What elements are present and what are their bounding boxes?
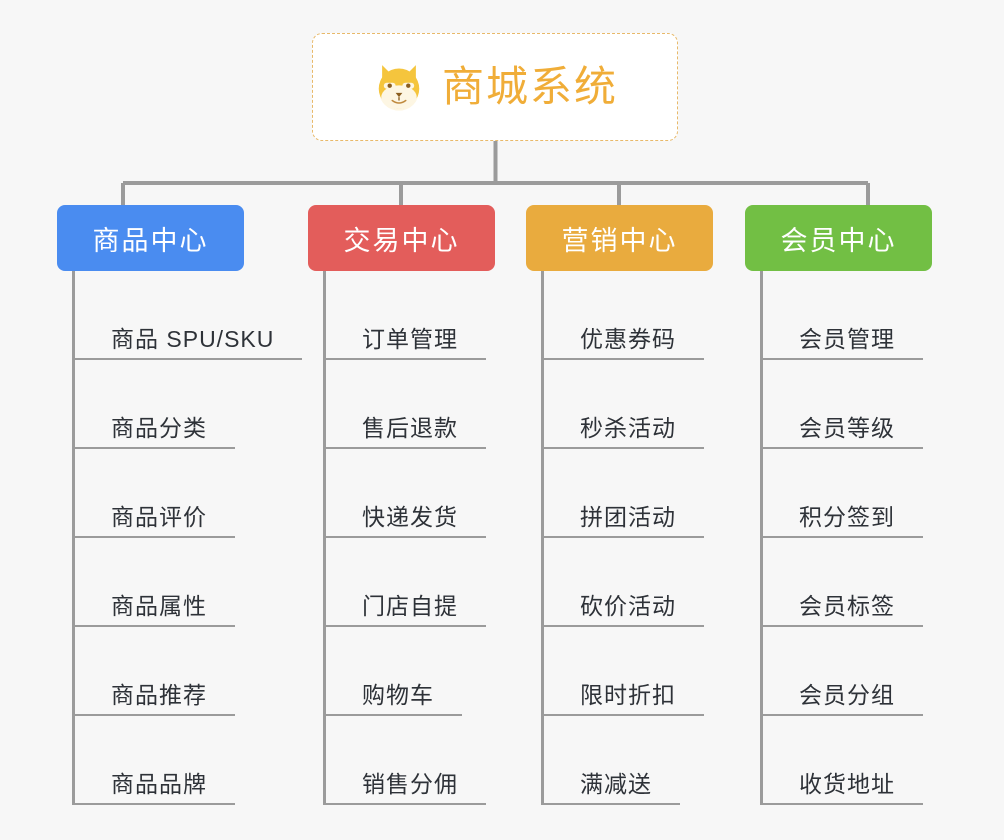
branch-items-1: 订单管理 售后退款 快递发货 门店自提 购物车 销售分佣: [323, 271, 495, 805]
list-item[interactable]: 商品 SPU/SKU: [75, 271, 303, 360]
branch-营销中心: 营销中心 优惠券码 秒杀活动 拼团活动 砍价活动 限时折扣 满减送: [526, 205, 713, 805]
leaf-label: 拼团活动: [544, 504, 704, 538]
list-item[interactable]: 商品属性: [75, 538, 302, 627]
leaf-label: 砍价活动: [544, 593, 704, 627]
leaf-label: 会员分组: [763, 682, 923, 716]
leaf-label: 商品 SPU/SKU: [75, 326, 303, 360]
list-item[interactable]: 优惠券码: [544, 271, 713, 360]
leaf-label: 会员管理: [763, 326, 923, 360]
root-title: 商城系统: [441, 63, 618, 110]
leaf-label: 会员等级: [763, 415, 923, 449]
leaf-label: 商品属性: [75, 593, 235, 627]
leaf-label: 门店自提: [326, 593, 486, 627]
leaf-label: 快递发货: [326, 504, 486, 538]
list-item[interactable]: 砍价活动: [544, 538, 713, 627]
list-item[interactable]: 销售分佣: [326, 716, 495, 805]
branch-header-2[interactable]: 营销中心: [526, 205, 713, 271]
branch-items-0: 商品 SPU/SKU 商品分类 商品评价 商品属性 商品推荐 商品品牌: [72, 271, 303, 805]
list-item[interactable]: 商品分类: [75, 360, 302, 449]
leaf-label: 售后退款: [326, 415, 486, 449]
leaf-label: 订单管理: [326, 326, 486, 360]
leaf-label: 购物车: [326, 682, 462, 716]
root-node[interactable]: 商城系统: [312, 33, 678, 141]
branch-items-2: 优惠券码 秒杀活动 拼团活动 砍价活动 限时折扣 满减送: [541, 271, 713, 805]
list-item[interactable]: 限时折扣: [544, 627, 713, 716]
list-item[interactable]: 满减送: [544, 716, 713, 805]
branch-header-3[interactable]: 会员中心: [745, 205, 932, 271]
branch-items-3: 会员管理 会员等级 积分签到 会员标签 会员分组 收货地址: [760, 271, 932, 805]
leaf-label: 秒杀活动: [544, 415, 704, 449]
leaf-label: 商品推荐: [75, 682, 235, 716]
branch-header-0[interactable]: 商品中心: [57, 205, 244, 271]
branch-会员中心: 会员中心 会员管理 会员等级 积分签到 会员标签 会员分组 收货地址: [745, 205, 932, 805]
list-item[interactable]: 商品品牌: [75, 716, 302, 805]
list-item[interactable]: 购物车: [326, 627, 495, 716]
list-item[interactable]: 会员分组: [763, 627, 932, 716]
list-item[interactable]: 会员标签: [763, 538, 932, 627]
list-item[interactable]: 商品推荐: [75, 627, 302, 716]
list-item[interactable]: 商品评价: [75, 449, 302, 538]
branch-header-1[interactable]: 交易中心: [308, 205, 495, 271]
list-item[interactable]: 门店自提: [326, 538, 495, 627]
list-item[interactable]: 快递发货: [326, 449, 495, 538]
branch-商品中心: 商品中心 商品 SPU/SKU 商品分类 商品评价 商品属性 商品推荐 商品品牌: [57, 205, 303, 805]
leaf-label: 收货地址: [763, 771, 923, 805]
leaf-label: 销售分佣: [326, 771, 486, 805]
list-item[interactable]: 订单管理: [326, 271, 495, 360]
leaf-label: 限时折扣: [544, 682, 704, 716]
leaf-label: 满减送: [544, 771, 680, 805]
leaf-label: 商品分类: [75, 415, 235, 449]
shiba-dog-face-icon: [378, 65, 420, 111]
list-item[interactable]: 售后退款: [326, 360, 495, 449]
list-item[interactable]: 会员等级: [763, 360, 932, 449]
list-item[interactable]: 拼团活动: [544, 449, 713, 538]
list-item[interactable]: 积分签到: [763, 449, 932, 538]
leaf-label: 优惠券码: [544, 326, 704, 360]
leaf-label: 商品评价: [75, 504, 235, 538]
list-item[interactable]: 秒杀活动: [544, 360, 713, 449]
leaf-label: 商品品牌: [75, 771, 235, 805]
leaf-label: 会员标签: [763, 593, 923, 627]
list-item[interactable]: 收货地址: [763, 716, 932, 805]
list-item[interactable]: 会员管理: [763, 271, 932, 360]
leaf-label: 积分签到: [763, 504, 923, 538]
branch-交易中心: 交易中心 订单管理 售后退款 快递发货 门店自提 购物车 销售分佣: [308, 205, 495, 805]
